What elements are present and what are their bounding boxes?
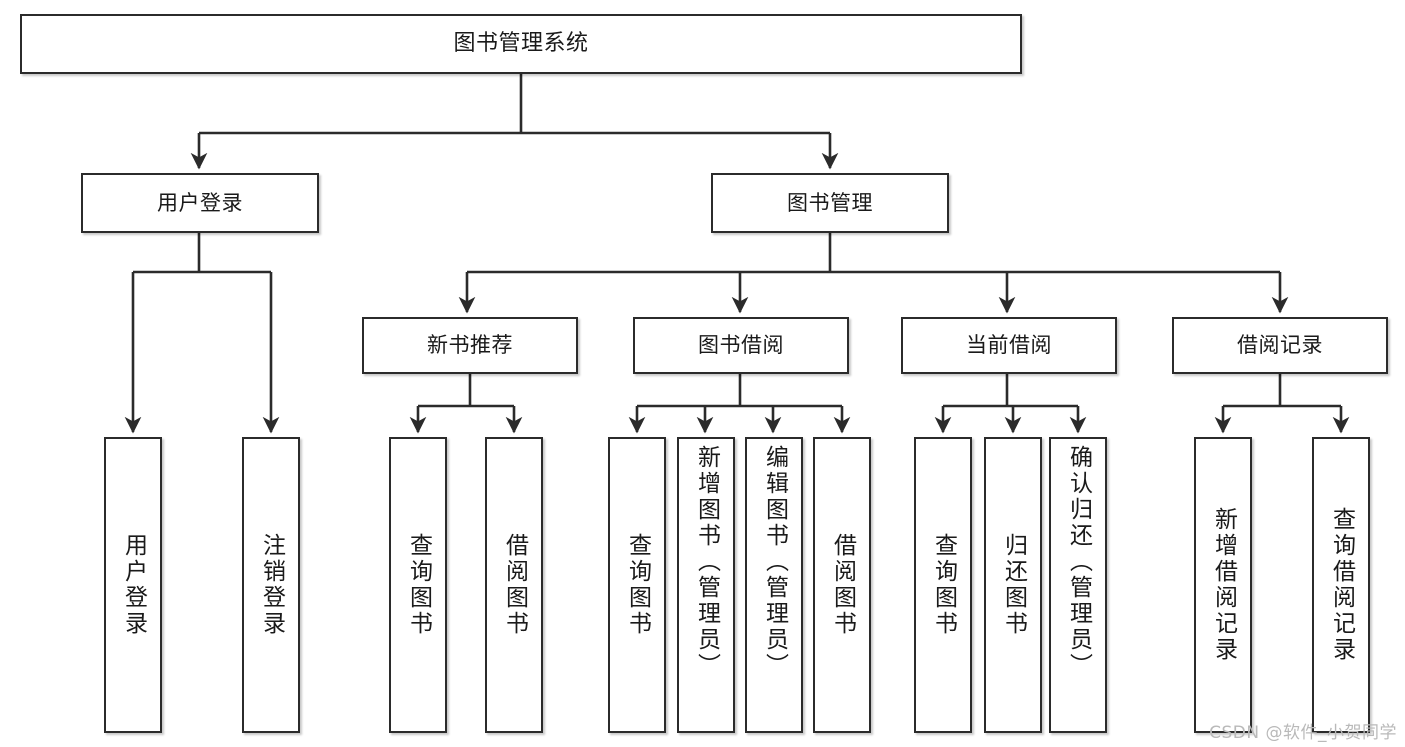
node-leaf-user-login[interactable]: 用户登录	[104, 437, 162, 733]
node-borrow-record-label: 借阅记录	[1237, 333, 1323, 358]
node-book-borrow-label: 图书借阅	[698, 333, 784, 358]
node-leaf-borrow-book-label: 借阅图书	[829, 533, 856, 637]
node-current-borrow-label: 当前借阅	[966, 333, 1052, 358]
node-leaf-add-record-label: 新增借阅记录	[1210, 507, 1237, 663]
node-book-manage-label: 图书管理	[787, 190, 873, 215]
node-leaf-confirm-return[interactable]: 确认归还（管理员）	[1049, 437, 1107, 733]
node-leaf-query-book-current-label: 查询图书	[930, 533, 957, 637]
node-leaf-borrow-book-rec[interactable]: 借阅图书	[485, 437, 543, 733]
node-leaf-add-book[interactable]: 新增图书（管理员）	[677, 437, 735, 733]
node-borrow-record[interactable]: 借阅记录	[1172, 317, 1388, 374]
node-leaf-edit-book-label: 编辑图书（管理员）	[761, 445, 788, 679]
watermark-text: CSDN @软件_小贺同学	[1209, 723, 1397, 743]
node-leaf-query-book-rec-label: 查询图书	[405, 533, 432, 637]
node-new-book-rec-label: 新书推荐	[427, 333, 513, 358]
node-leaf-return-book-label: 归还图书	[1000, 533, 1027, 637]
node-leaf-add-book-label: 新增图书（管理员）	[693, 445, 720, 679]
node-book-borrow[interactable]: 图书借阅	[633, 317, 849, 374]
node-user-login[interactable]: 用户登录	[81, 173, 319, 233]
node-leaf-logout-label: 注销登录	[258, 533, 285, 637]
node-leaf-query-book-borrow-label: 查询图书	[624, 533, 651, 637]
node-new-book-rec[interactable]: 新书推荐	[362, 317, 578, 374]
node-current-borrow[interactable]: 当前借阅	[901, 317, 1117, 374]
node-book-manage[interactable]: 图书管理	[711, 173, 949, 233]
node-leaf-return-book[interactable]: 归还图书	[984, 437, 1042, 733]
node-leaf-query-book-rec[interactable]: 查询图书	[389, 437, 447, 733]
node-user-login-label: 用户登录	[157, 190, 243, 215]
node-leaf-query-record[interactable]: 查询借阅记录	[1312, 437, 1370, 733]
node-leaf-logout[interactable]: 注销登录	[242, 437, 300, 733]
node-leaf-add-record[interactable]: 新增借阅记录	[1194, 437, 1252, 733]
node-leaf-edit-book[interactable]: 编辑图书（管理员）	[745, 437, 803, 733]
node-root-label: 图书管理系统	[453, 31, 589, 57]
node-leaf-confirm-return-label: 确认归还（管理员）	[1065, 445, 1092, 679]
node-leaf-borrow-book-rec-label: 借阅图书	[501, 533, 528, 637]
node-leaf-user-login-label: 用户登录	[120, 533, 147, 637]
node-root[interactable]: 图书管理系统	[20, 14, 1022, 74]
node-leaf-query-book-current[interactable]: 查询图书	[914, 437, 972, 733]
node-leaf-query-book-borrow[interactable]: 查询图书	[608, 437, 666, 733]
node-leaf-query-record-label: 查询借阅记录	[1328, 507, 1355, 663]
node-leaf-borrow-book[interactable]: 借阅图书	[813, 437, 871, 733]
